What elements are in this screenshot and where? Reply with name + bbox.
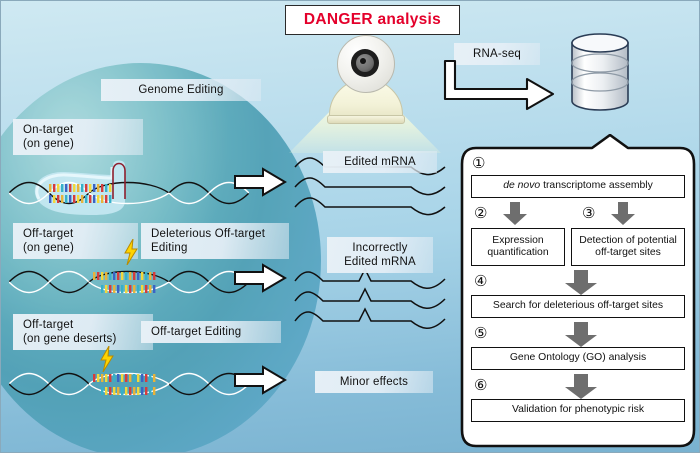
workflow-box-1-italic: de novo [503, 180, 541, 192]
mrna-squiggles-incorrect [294, 267, 446, 329]
off-target-editing-label: Off-target Editing [141, 321, 281, 343]
flow-arrow-3 [234, 365, 287, 395]
rna-seq-label: RNA-seq [454, 43, 540, 65]
workflow-box-5: Gene Ontology (GO) analysis [471, 347, 685, 370]
deleterious-off-target-editing-label: Deleterious Off-target Editing [141, 223, 289, 259]
off-target-on-gene-label: Off-target (on gene) [13, 223, 138, 259]
workflow-box-1-label: de novo transcriptome assembly [503, 180, 653, 193]
sequencer-icon [289, 35, 441, 153]
workflow-box-3: Detection of potential off-target sites [571, 228, 685, 266]
step-number-5: ⑤ [474, 325, 488, 342]
workflow-box-4: Search for deleterious off-target sites [471, 295, 685, 318]
workflow-box-2: Expression quantification [471, 228, 565, 266]
lightning-bolt-icon-2 [100, 346, 114, 372]
flow-arrow-2 [234, 263, 287, 293]
gray-arrow-to-step-2 [503, 202, 527, 225]
workflow-box-6: Validation for phenotypic risk [471, 399, 685, 422]
flow-arrow-1 [234, 167, 287, 197]
incorrectly-edited-mrna-label: Incorrectly Edited mRNA [327, 237, 433, 273]
dna-row-off-target-deserts [9, 372, 249, 396]
edited-mrna-label: Edited mRNA [323, 151, 437, 173]
workflow-box-1: de novo transcriptome assembly [471, 175, 685, 198]
dna-row-on-target [9, 160, 249, 215]
page-title: DANGER analysis [285, 5, 460, 35]
workflow-panel: ① de novo transcriptome assembly ② Expre… [460, 134, 696, 448]
gray-arrow-to-step-3 [611, 202, 635, 225]
gray-arrow-to-step-4 [565, 270, 597, 295]
step-number-4: ④ [474, 273, 488, 290]
step-number-2: ② [474, 205, 488, 222]
gray-arrow-to-step-5 [565, 322, 597, 347]
lightning-bolt-icon [124, 239, 138, 265]
sequencer-lens-pupil [360, 58, 366, 64]
step-number-6: ⑥ [474, 377, 488, 394]
page-title-text: DANGER analysis [303, 11, 442, 28]
dna-row-off-target-gene [9, 270, 249, 294]
genome-editing-label: Genome Editing [101, 79, 261, 101]
step-number-1: ① [472, 155, 486, 172]
rna-seq-arrow-icon [443, 59, 555, 111]
sequencer-foot [327, 115, 405, 124]
on-target-label: On-target (on gene) [13, 119, 143, 155]
gray-arrow-to-step-6 [565, 374, 597, 399]
workflow-box-1-rest: transcriptome assembly [540, 180, 653, 192]
step-number-3: ③ [582, 205, 596, 222]
off-target-gene-deserts-label: Off-target (on gene deserts) [13, 314, 153, 350]
minor-effects-label: Minor effects [315, 371, 433, 393]
database-icon [571, 33, 629, 111]
